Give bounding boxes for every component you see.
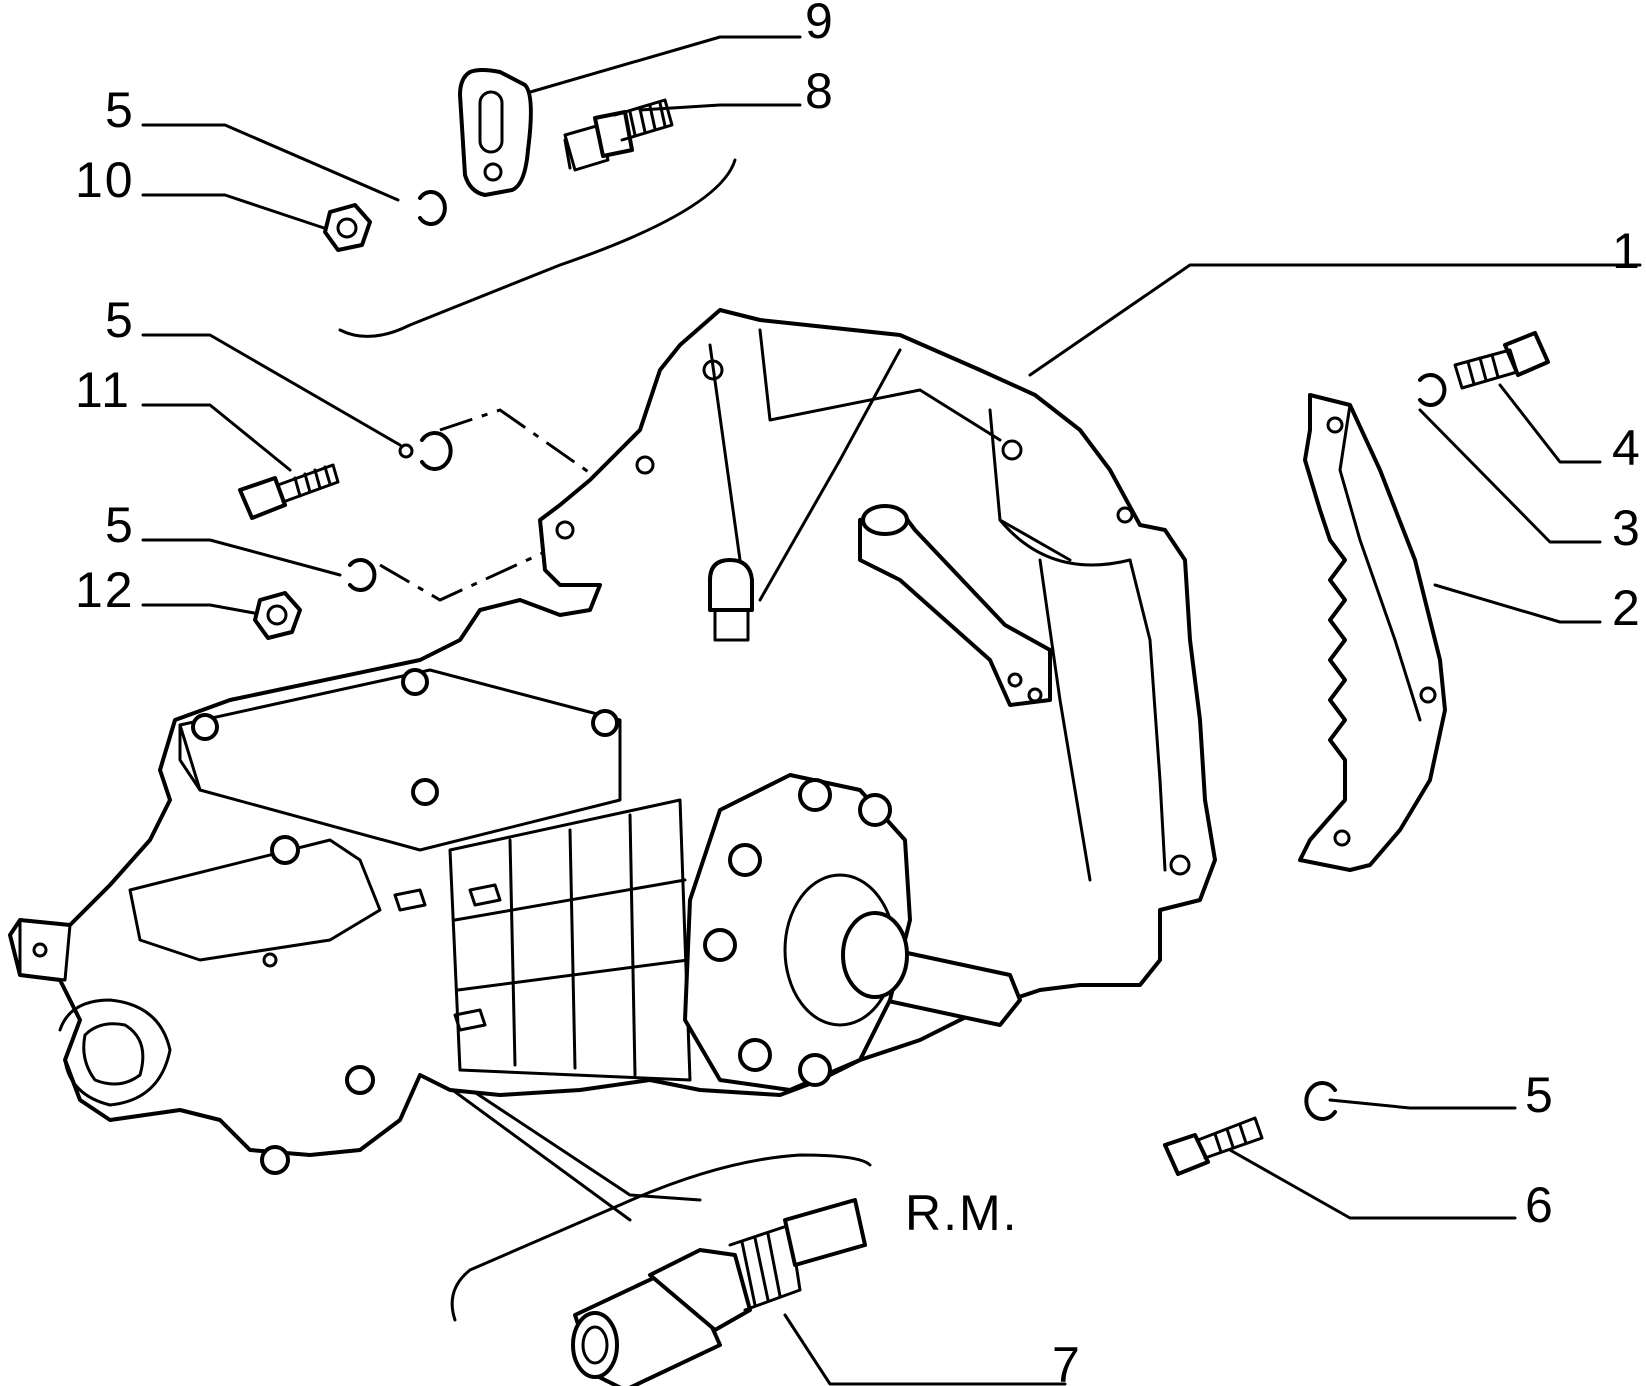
callout-5a: 5 — [105, 82, 135, 138]
callout-9: 9 — [805, 0, 835, 49]
part-8-stud-bolt — [563, 98, 674, 172]
part-12-nut — [253, 591, 302, 640]
callout-11: 11 — [75, 362, 131, 418]
alignment-line-lower — [379, 543, 561, 602]
leader-5a — [141, 123, 400, 202]
callout-5d: 5 — [1525, 1067, 1555, 1123]
part-10-nut — [323, 203, 372, 252]
part-1-gearbox-assembly — [8, 308, 1217, 1175]
callout-12: 12 — [75, 562, 135, 618]
leader-12 — [141, 603, 267, 617]
part-6-bolt — [1163, 1116, 1264, 1176]
leader-2 — [1433, 583, 1602, 624]
part-5d-clip — [1304, 1081, 1337, 1121]
callout-labels: 9 8 5 10 1 5 11 4 5 12 3 2 5 6 7 R.M. — [75, 0, 1642, 1386]
part-4-bolt — [1453, 331, 1550, 390]
callout-4: 4 — [1612, 420, 1642, 476]
callout-3: 3 — [1612, 500, 1642, 556]
leader-5d — [1328, 1098, 1517, 1110]
callout-8: 8 — [805, 63, 835, 119]
leader-7 — [783, 1313, 1067, 1386]
callout-6: 6 — [1525, 1177, 1555, 1233]
callout-10: 10 — [75, 152, 135, 208]
callout-5c: 5 — [105, 497, 135, 553]
callout-7: 7 — [1052, 1337, 1082, 1386]
leader-6 — [1228, 1148, 1517, 1220]
leader-1 — [1028, 263, 1642, 377]
part-5a-clip — [418, 190, 447, 226]
part-11-bolt — [238, 463, 340, 520]
note-rm: R.M. — [905, 1185, 1019, 1241]
leader-10 — [141, 193, 332, 232]
leader-4 — [1498, 383, 1602, 464]
leader-9 — [518, 35, 802, 97]
leader-5b — [141, 333, 402, 447]
callout-1: 1 — [1612, 223, 1642, 279]
leader-8 — [638, 103, 802, 112]
part-5b-clip — [398, 431, 453, 471]
part-7-sensor — [571, 1198, 867, 1386]
break-line-lower — [450, 1153, 872, 1322]
callout-5b: 5 — [105, 292, 135, 348]
part-5c-clip — [348, 558, 377, 592]
leader-3 — [1418, 408, 1602, 544]
part-9-gasket-plate — [458, 68, 533, 197]
part-3-clip — [1418, 373, 1447, 407]
break-line-upper — [338, 158, 737, 338]
leader-11 — [141, 403, 292, 472]
callout-2: 2 — [1612, 580, 1642, 636]
leader-5c — [141, 538, 342, 577]
part-2-cover-plate — [1298, 393, 1447, 872]
